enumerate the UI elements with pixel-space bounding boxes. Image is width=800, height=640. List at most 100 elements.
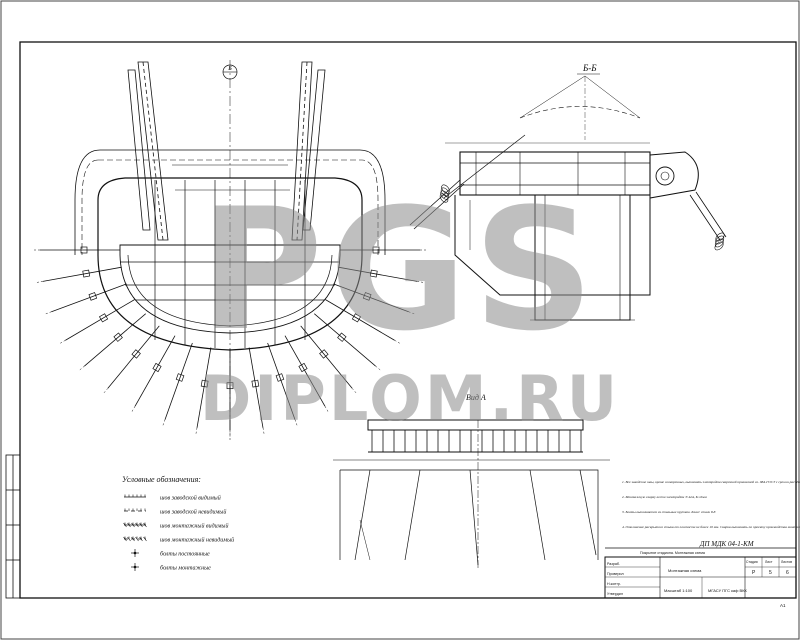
plan-radial-anchors: [32, 246, 428, 439]
radial-anchor-leader: [375, 365, 382, 372]
format-label: А1: [780, 603, 786, 608]
radial-anchor-rod: [107, 325, 160, 389]
plan-top-struts: [127, 61, 326, 241]
cut-mark: Б: [222, 64, 238, 80]
radial-anchor-rod: [267, 342, 296, 420]
section-bolt-nut: [714, 241, 724, 251]
radial-anchor-clamp: [152, 362, 162, 373]
notes-block: 1. Все заводские швы, кроме оговоренных,…: [622, 479, 800, 529]
legend-item: шов монтажный невидимый: [123, 536, 234, 544]
view-a: Вид А: [333, 393, 610, 561]
section-support: [454, 195, 651, 296]
view-a-strut: [354, 469, 371, 561]
radial-anchor-leader: [408, 311, 417, 315]
view-a-strut: [469, 469, 479, 566]
plan-bowl: [97, 177, 363, 351]
radial-anchor-leader: [324, 406, 330, 414]
section-bolt-nut: [715, 235, 725, 245]
radial-anchor-leader: [195, 427, 198, 436]
radial-anchor-clamp: [275, 373, 285, 382]
radial-anchor-rod: [42, 266, 122, 282]
radial-anchor-leader: [78, 365, 85, 372]
drawing-frame: [19, 41, 797, 599]
cut-mark-label: Б: [227, 66, 232, 72]
radial-anchor-clamp: [80, 246, 88, 254]
section-title: Б-Б: [582, 63, 597, 73]
section-arc: [519, 106, 641, 119]
radial-anchor-clamp: [372, 246, 380, 254]
section-end-lug: [649, 151, 699, 199]
radial-anchor-rod: [65, 299, 135, 341]
radial-anchor-leader: [58, 340, 66, 345]
note-line: 2. Монтажную сварку вести электродом Э 4…: [622, 495, 707, 500]
radial-anchor-rod: [51, 283, 127, 313]
legend-item: болты монтажные: [131, 563, 211, 572]
radial-anchor-leader: [417, 281, 426, 283]
radial-anchor-rod: [164, 342, 193, 420]
scale-label: Масштаб 1:100: [664, 588, 693, 593]
section-bolt-nut: [714, 238, 724, 248]
legend-item-label: шов заводской видимый: [160, 495, 221, 502]
sheet-value: 5: [769, 570, 772, 576]
watermark: PGS DIPLOM.RU: [200, 172, 620, 435]
view-a-skirt: [339, 469, 599, 560]
radial-anchor-clamp: [298, 362, 308, 373]
weld-shop-hidden-icon: [124, 508, 146, 512]
note-line: 1. Все заводские швы, кроме оговоренных,…: [622, 479, 800, 485]
radial-anchor-clamp: [226, 382, 234, 390]
radial-anchor-leader: [262, 427, 265, 436]
watermark-top: PGS: [200, 172, 600, 368]
legend-title: Условные обозначения:: [122, 475, 201, 484]
radial-anchor-leader: [394, 340, 402, 345]
role-3: Н.контр.: [607, 582, 621, 586]
watermark-bottom: DIPLOM.RU: [200, 362, 620, 435]
weld-site-visible-icon: [123, 522, 147, 528]
radial-anchor-leader: [43, 311, 52, 315]
radial-anchor-clamp: [200, 379, 209, 388]
radial-anchor-rod: [338, 266, 418, 282]
radial-anchor-clamp: [98, 313, 109, 323]
legend-item-label: шов заводской невидимый: [160, 509, 226, 516]
weld-shop-visible-icon: [124, 494, 146, 498]
bolt-permanent-icon: [131, 549, 139, 557]
radial-anchor-rod: [300, 325, 353, 389]
radial-anchor-rod: [333, 283, 409, 313]
title-block: [604, 547, 797, 599]
section-bolt-nut: [715, 232, 725, 242]
view-a-strut: [579, 469, 597, 556]
radial-anchor-clamp: [351, 313, 362, 323]
section-bolt-nut: [441, 184, 450, 194]
view-a-posts: [354, 420, 597, 570]
radial-anchor-rod: [84, 313, 146, 367]
radial-anchor-rod: [248, 347, 264, 428]
note-line: 4. Отклонение раскрытого стыка от плоско…: [622, 525, 800, 529]
left-stamp-column: [5, 454, 21, 599]
org-label: МГАСУ ПГС каф ВКК: [708, 588, 748, 593]
radial-anchor-clamp: [175, 373, 185, 382]
radial-anchor-rod: [196, 347, 212, 428]
radial-anchor-clamp: [131, 349, 141, 359]
radial-anchor-leader: [294, 419, 298, 428]
radial-anchor-leader: [162, 419, 166, 428]
title-block-text: ДП МДК 04-1-КМ Покрытие стадиона. Монтаж…: [607, 540, 792, 608]
view-a-strut: [404, 469, 421, 561]
legend-item: шов монтажный видимый: [123, 522, 229, 530]
legend-item-label: болты постоянные: [160, 551, 210, 558]
legend: Условные обозначения: шов заводской види…: [122, 475, 234, 572]
stage-value: Р: [752, 570, 756, 576]
stage-header: Стадия: [746, 560, 758, 564]
legend-item: шов заводской невидимый: [124, 508, 226, 516]
legend-item: шов заводской видимый: [124, 494, 221, 502]
view-a-strut: [529, 469, 546, 561]
radial-anchor-leader: [102, 388, 109, 395]
radial-anchor-rod: [284, 335, 326, 407]
radial-anchor-leader: [351, 388, 358, 395]
radial-anchor-clamp: [337, 332, 347, 342]
radial-anchor-rod: [134, 335, 176, 407]
section-bolt-groups: [439, 184, 725, 251]
view-a-title: Вид А: [466, 393, 486, 402]
role-4: Утвердил: [607, 592, 623, 596]
role-2: Проверил: [607, 572, 624, 576]
